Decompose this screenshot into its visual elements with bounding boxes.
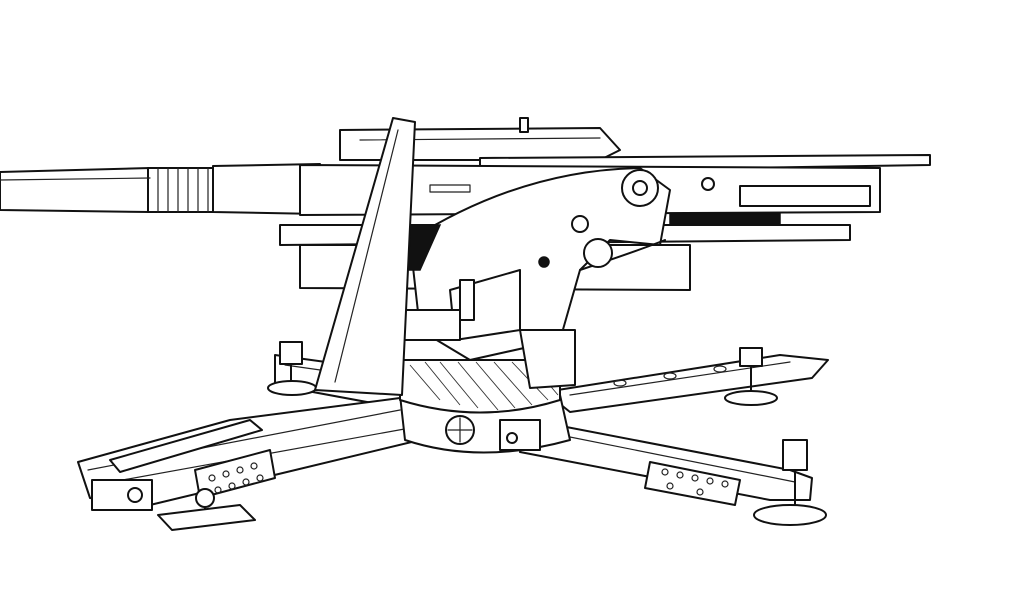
carriage-cradle — [399, 167, 671, 389]
gun-shield — [314, 117, 416, 396]
outrigger-left-front — [77, 397, 421, 531]
outrigger-right-rear — [544, 347, 829, 413]
recuperator — [339, 117, 931, 173]
outrigger-right-front — [519, 419, 827, 526]
turntable — [399, 359, 571, 454]
barrel — [0, 163, 321, 215]
